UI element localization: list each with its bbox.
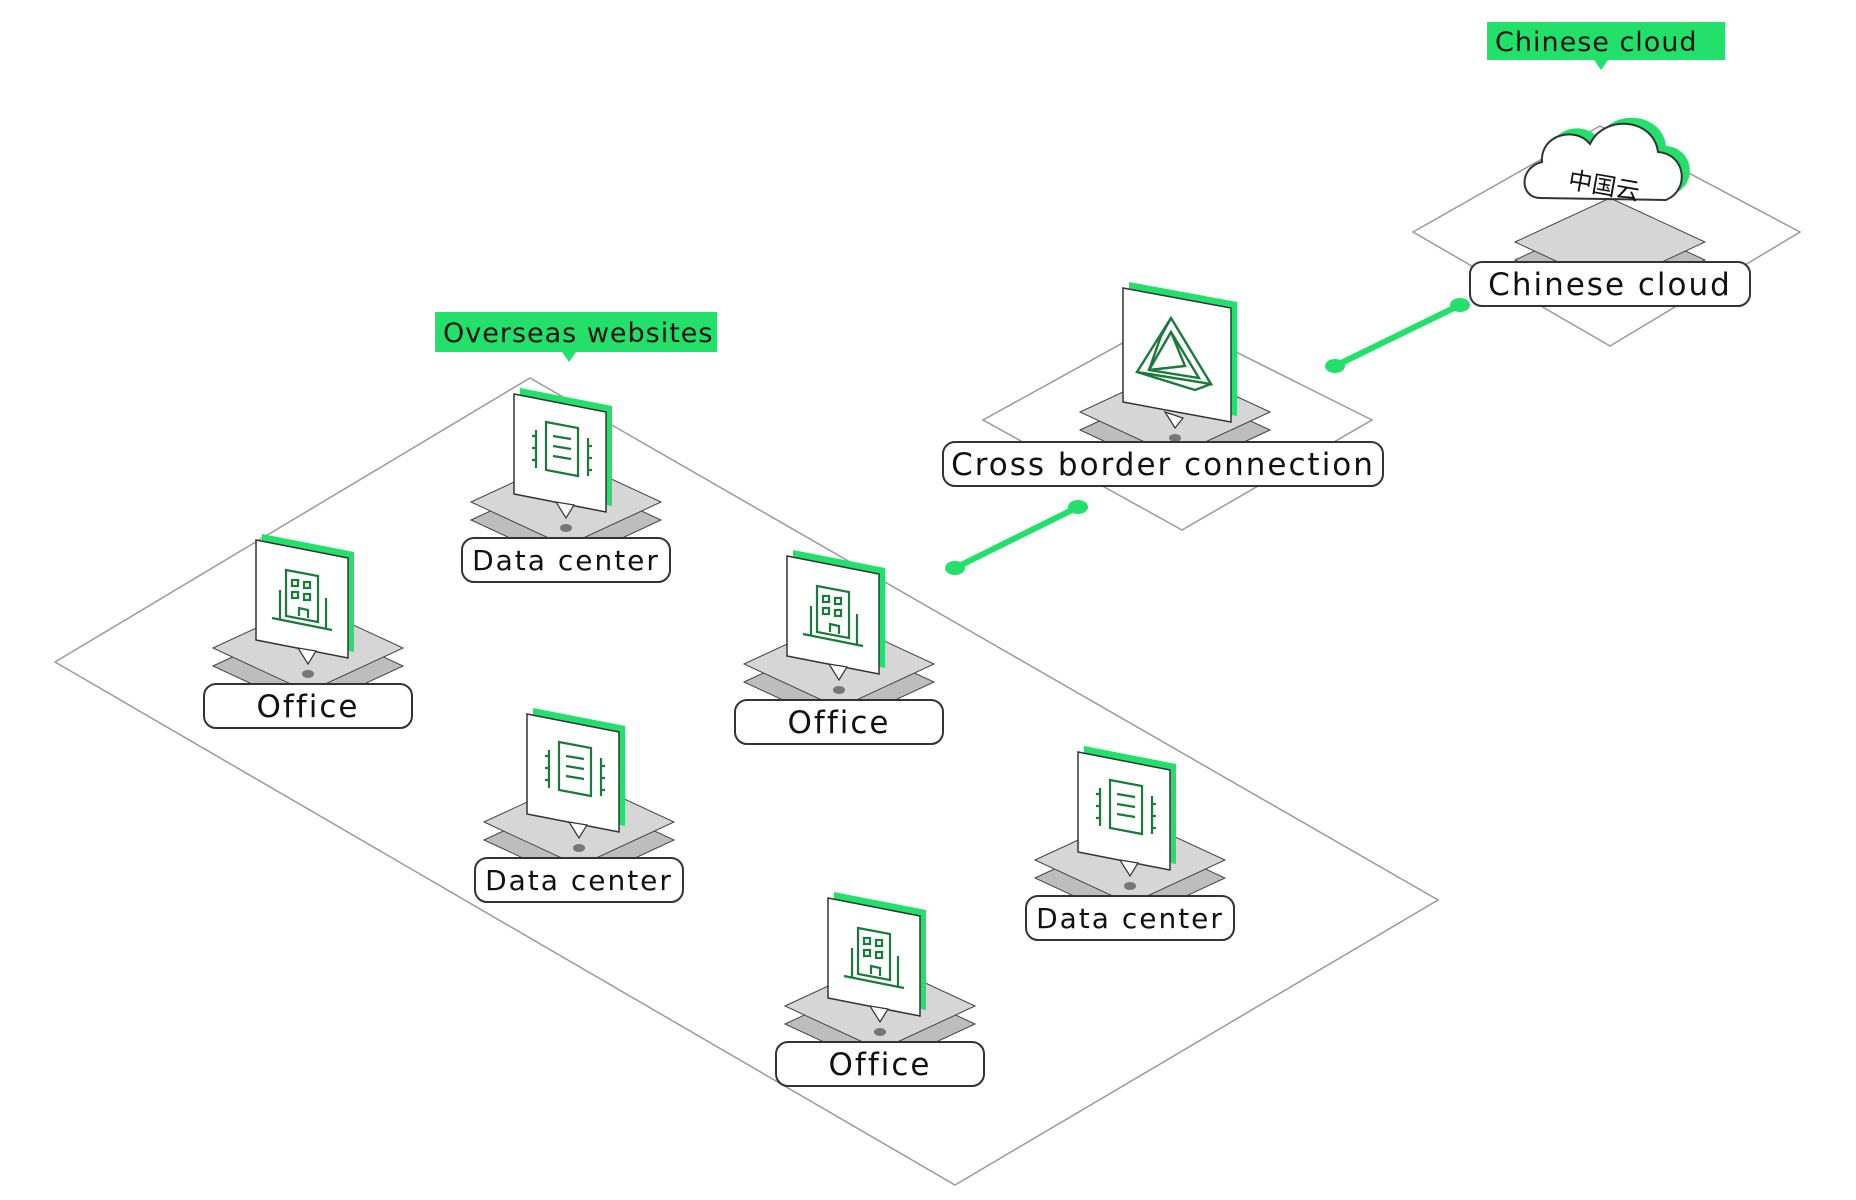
node-chinese-cloud[interactable]: 中国云 Chinese cloud [1469,117,1751,307]
chinese-cloud-plate [1411,125,1802,347]
connection-line-cross-border-to-cloud [1325,298,1470,373]
cloud-icon: 中国云 [1523,117,1690,206]
svg-text:Office: Office [788,705,891,741]
svg-text:Office: Office [257,689,360,725]
svg-text:Data center: Data center [485,864,673,897]
node-label: Data center [1025,895,1235,941]
cross-border-plate [981,317,1374,531]
svg-text:Data center: Data center [472,544,660,577]
node-data-center-middle[interactable]: Data center [474,706,684,903]
node-label: Office [775,1041,985,1087]
svg-text:Office: Office [829,1047,932,1083]
node-label: Office [203,683,413,729]
node-label: Cross border connection [942,441,1384,487]
svg-text:Chinese cloud: Chinese cloud [1495,27,1698,58]
node-office-middle[interactable]: Office [734,548,944,745]
svg-text:Data center: Data center [1036,902,1224,935]
svg-text:Chinese cloud: Chinese cloud [1488,267,1732,303]
overseas-region-plate [53,377,1440,1186]
node-data-center-right[interactable]: Data center [1025,744,1235,941]
node-data-center-top[interactable]: Data center [461,386,671,583]
svg-text:Overseas websites: Overseas websites [443,318,713,349]
node-cross-border[interactable]: Cross border connection [942,282,1384,487]
node-office-left[interactable]: Office [203,532,413,729]
node-label: Data center [474,857,684,903]
node-label: Office [734,699,944,745]
callout-chinese-cloud: Chinese cloud [1487,22,1725,70]
node-label: Data center [461,537,671,583]
node-label: Chinese cloud [1469,261,1751,307]
callout-overseas-websites: Overseas websites [435,312,717,362]
svg-text:Cross border connection: Cross border connection [951,447,1375,483]
node-office-bottom[interactable]: Office [775,890,985,1087]
connection-line-office-to-cross-border [945,500,1088,575]
triangle-logo-icon [1122,282,1237,430]
